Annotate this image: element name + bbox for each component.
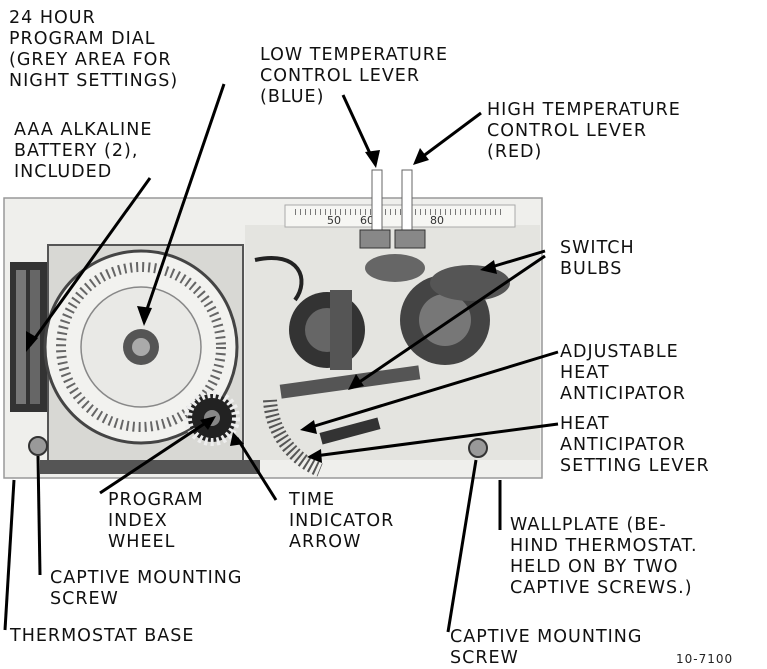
leader-lines [3, 83, 559, 633]
arrowheads [26, 148, 497, 463]
scale-mark-60: 60 [360, 214, 374, 227]
figure-reference: 10-7100 [676, 652, 734, 666]
heat-anticipator [263, 399, 381, 477]
heat-anticipator-setting-lever-label: HEAT ANTICIPATOR SETTING LEVER [560, 414, 710, 476]
thermostat-photo: 50 60 80 [3, 169, 543, 479]
captive-screw-left-label: CAPTIVE MOUNTING SCREW [50, 568, 243, 609]
scale-mark-50: 50 [327, 214, 341, 227]
adjustable-heat-anticipator-label: ADJUSTABLE HEAT ANTICIPATOR [560, 342, 686, 404]
captive-screw-right-head [468, 438, 488, 458]
time-indicator-arrow-label: TIME INDICATOR ARROW [289, 490, 395, 552]
program-index-wheel-label: PROGRAM INDEX WHEEL [108, 490, 204, 552]
thermostat-base-label: THERMOSTAT BASE [10, 626, 195, 646]
low-temp-lever-label: LOW TEMPERATURE CONTROL LEVER (BLUE) [260, 45, 449, 107]
captive-screw-left-head [28, 436, 48, 456]
battery-label: AAA ALKALINE BATTERY (2), INCLUDED [14, 120, 153, 182]
high-temp-lever-label: HIGH TEMPERATURE CONTROL LEVER (RED) [487, 100, 681, 162]
temperature-scale: 50 60 80 [284, 204, 516, 228]
program-dial [43, 249, 239, 445]
scale-mark-80: 80 [430, 214, 444, 227]
temperature-levers [359, 169, 426, 249]
program-dial-label: 24 HOUR PROGRAM DIAL (GREY AREA FOR NIGH… [9, 8, 179, 91]
captive-screw-right-label: CAPTIVE MOUNTING SCREW [450, 627, 643, 668]
switch-bulbs-label: SWITCH BULBS [560, 238, 635, 279]
wallplate-label: WALLPLATE (BE- HIND THERMOSTAT. HELD ON … [510, 515, 698, 598]
